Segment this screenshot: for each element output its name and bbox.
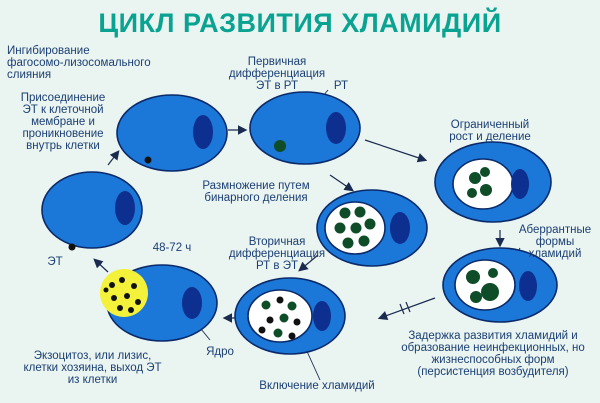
lysed-inclusion (100, 269, 148, 317)
label-et: ЭТ (47, 256, 63, 268)
cell-limited-growth (434, 141, 552, 223)
label-time: 48-72 ч (152, 242, 192, 254)
nucleus (182, 287, 202, 319)
arrow-6 (298, 254, 319, 272)
cell-et-inside (116, 94, 228, 172)
arrow-4 (329, 174, 354, 192)
nucleus (519, 271, 537, 301)
cell-primary-differentiation (249, 91, 361, 165)
arrow-break-a (399, 303, 405, 315)
nucleus (390, 212, 410, 244)
arrow-8 (93, 258, 109, 273)
label-exocytosis: Экзоцитоз, или лизис, клетки хозяина, вы… (23, 350, 162, 386)
cell-binary-division (316, 189, 428, 267)
elementary-body (68, 243, 76, 251)
label-rt: РТ (333, 80, 349, 92)
diagram-title: ЦИКЛ РАЗВИТИЯ ХЛАМИДИЙ (98, 8, 502, 38)
reticulate-body (274, 140, 286, 152)
elementary-body (144, 156, 152, 164)
arrow-1 (107, 150, 120, 166)
nucleus (326, 112, 346, 144)
label-inclusion: Включение хламидий (259, 380, 375, 392)
label-binary-fission: Размножение путем бинарного деления (202, 180, 310, 204)
label-inhibition: Ингибирование фагосомо-лизосомального сл… (7, 45, 151, 81)
label-limited-growth: Ограниченный рост и деление (449, 119, 531, 143)
cell-exocytosis (100, 264, 218, 342)
arrow-3 (364, 139, 428, 163)
label-persistence: Задержка развития хламидий и образование… (401, 330, 585, 378)
nucleus (193, 115, 213, 149)
label-nucleus: Ядро (206, 346, 234, 358)
arrow-break-b (405, 301, 411, 313)
label-secondary-differentiation: Вторичная дифференциация РТ в ЭТ (228, 236, 326, 272)
nucleus (511, 169, 529, 199)
cell-et-attachment (41, 171, 143, 251)
label-aberrant-forms: Аберрантные формы хламидий (518, 224, 592, 260)
cell-inclusion (234, 277, 346, 355)
nucleus (313, 301, 331, 331)
inclusion (452, 158, 514, 210)
label-primary-differentiation: Первичная дифференциация ЭТ в РТ (228, 56, 326, 92)
cell-aberrant-forms (442, 247, 558, 323)
nucleus (115, 191, 135, 225)
label-attachment: Присоединение ЭТ к клеточной мембране и … (20, 92, 106, 152)
arrow-9 (377, 297, 436, 321)
